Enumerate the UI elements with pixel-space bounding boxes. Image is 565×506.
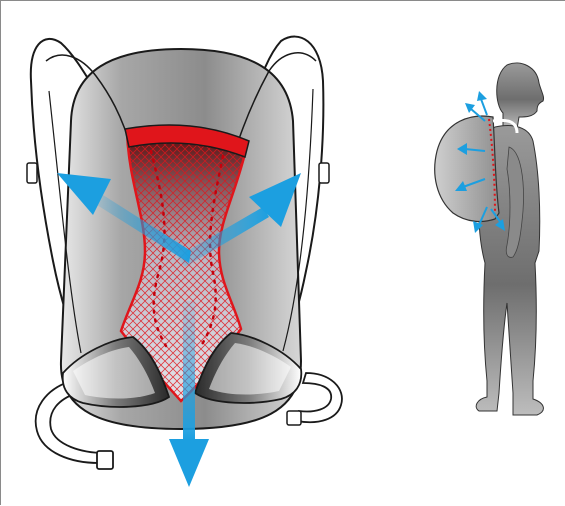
right-strap-buckle — [319, 163, 329, 183]
left-strap-buckle — [27, 163, 37, 183]
hiker-silhouette — [435, 63, 544, 415]
hip-clip — [287, 411, 301, 425]
right-hip-belt — [297, 373, 342, 422]
hip-buckle — [97, 451, 113, 469]
worn-backpack — [435, 116, 499, 221]
